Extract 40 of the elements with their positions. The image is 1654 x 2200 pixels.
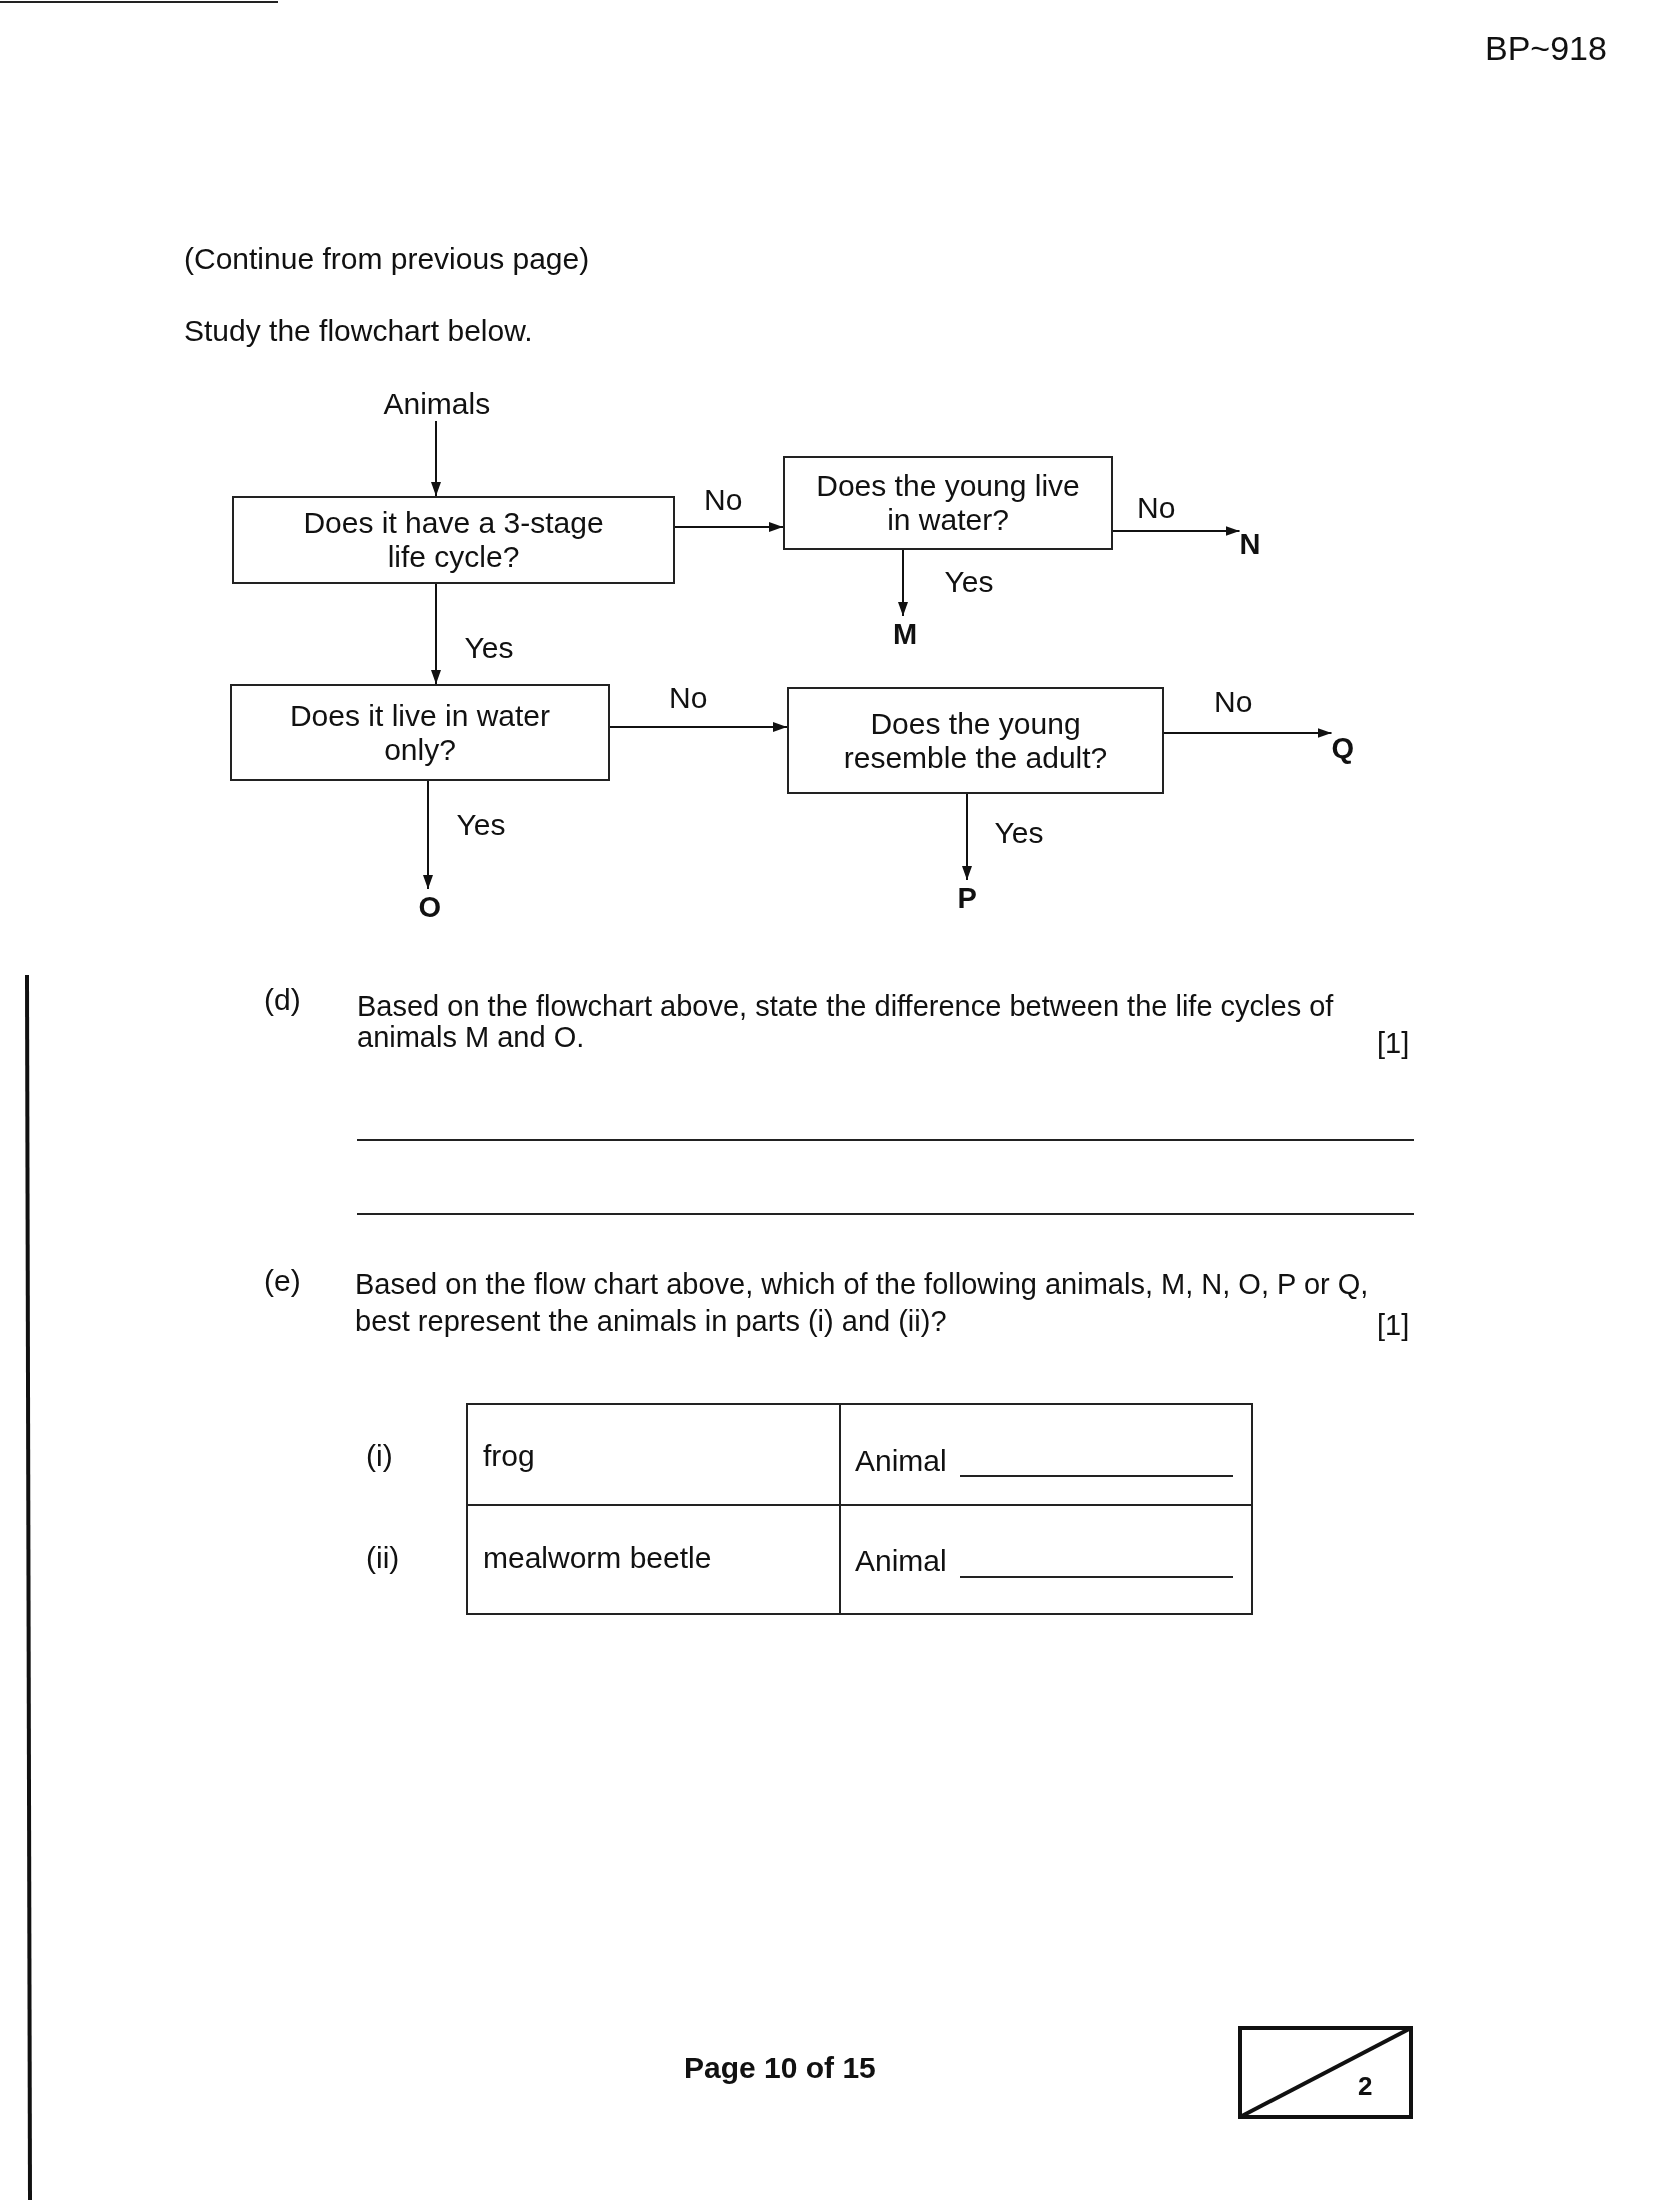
outcome-letter: O	[418, 889, 442, 925]
question-text: Does it have a 3-stage life cycle?	[302, 506, 605, 574]
flow-arrow	[674, 522, 784, 532]
question-text: Does it live in water only?	[288, 698, 552, 767]
outcome-letter: N	[1239, 526, 1261, 562]
question-letter: (d)	[264, 982, 301, 1018]
flow-arrow	[423, 780, 433, 890]
question-text: Based on the flow chart above, which of the following animals, M, N, O, P or Q, best represent the animals in parts (i) and (ii)?	[355, 1266, 1370, 1339]
question-text: Does the young live in water?	[815, 469, 1081, 537]
question-box	[232, 496, 675, 584]
question-box	[230, 684, 610, 781]
flow-arrow	[431, 420, 441, 497]
flow-arrow	[609, 722, 788, 732]
document-code: BP~918	[1485, 27, 1607, 69]
flow-arrow	[1112, 526, 1241, 536]
flow-arrow	[1163, 728, 1333, 738]
instruction-text: Study the flowchart below.	[184, 313, 533, 349]
marks-label: [1]	[1377, 1307, 1410, 1343]
marks-total: 2	[1358, 2070, 1373, 2102]
question-letter: (e)	[264, 1263, 301, 1299]
part-number: (ii)	[366, 1540, 400, 1576]
animal-name: frog	[483, 1438, 535, 1474]
start-text: Animals	[383, 387, 491, 421]
outcome-letter: P	[957, 880, 977, 916]
flow-arrow	[431, 583, 441, 685]
answer-prompt: Animal	[855, 1543, 947, 1579]
page-number: Page 10 of 15	[684, 2050, 876, 2086]
question-box	[783, 456, 1113, 550]
outcome-letter: M	[893, 616, 918, 652]
continuation-note: (Continue from previous page)	[184, 241, 590, 277]
animal-name: mealworm beetle	[483, 1540, 712, 1576]
flow-arrow	[962, 793, 972, 881]
marks-label: [1]	[1377, 1025, 1410, 1061]
outcome-letter: Q	[1331, 728, 1355, 768]
part-number: (i)	[366, 1438, 393, 1474]
question-box	[787, 687, 1164, 794]
question-text: Based on the flowchart above, state the difference between the life cycles of animals M and O.	[357, 990, 1335, 1053]
question-text: Does the young resemble the adult?	[842, 706, 1109, 775]
answer-prompt: Animal	[855, 1443, 947, 1479]
flow-arrow	[898, 549, 908, 617]
